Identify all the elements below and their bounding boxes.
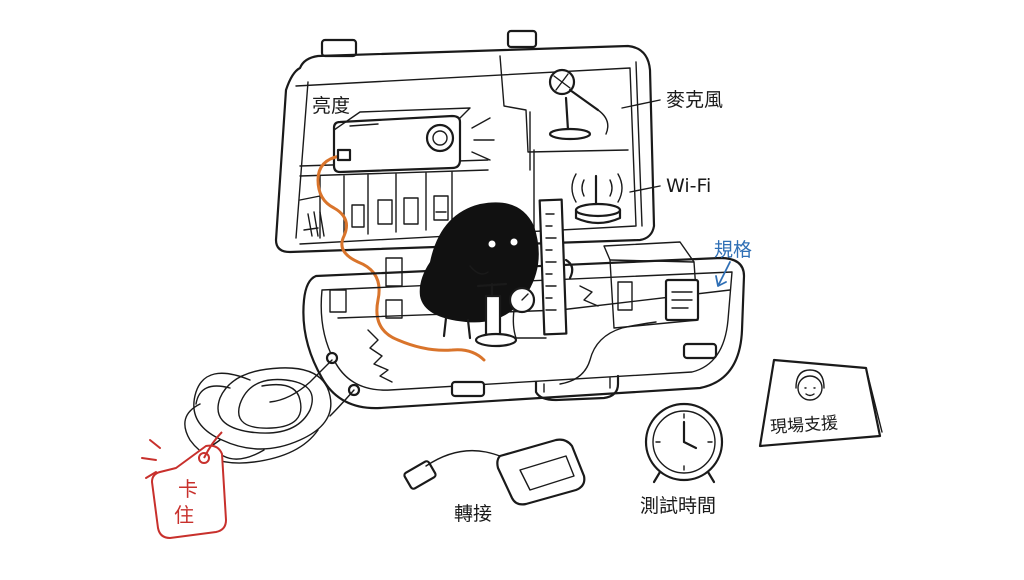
wifi-leader bbox=[629, 185, 661, 193]
label-spec: 規格 bbox=[714, 239, 752, 261]
stuck-tag: 卡 住 bbox=[141, 431, 227, 539]
wifi-router-icon bbox=[571, 173, 623, 225]
onsite-support-sign: 現場支援 bbox=[758, 358, 883, 448]
stuck-tag-line2: 住 bbox=[174, 503, 194, 527]
microphone-leader bbox=[621, 99, 661, 109]
stuck-tag-line1: 卡 bbox=[178, 477, 198, 501]
label-microphone: 麥克風 bbox=[666, 89, 723, 111]
character-blob bbox=[419, 202, 539, 340]
spec-arrow bbox=[715, 261, 731, 287]
suitcase-base bbox=[302, 241, 746, 410]
tangled-cable bbox=[184, 359, 355, 464]
clock-icon bbox=[644, 402, 724, 484]
projector-icon bbox=[332, 107, 495, 174]
label-wifi: Wi-Fi bbox=[666, 175, 711, 197]
air-pump-icon bbox=[474, 282, 547, 348]
label-onsite-support: 現場支援 bbox=[769, 413, 838, 438]
adapter-icon bbox=[403, 438, 586, 506]
headset-icon bbox=[795, 369, 825, 401]
projector-cable bbox=[316, 154, 486, 362]
label-adapter: 轉接 bbox=[454, 503, 492, 525]
label-test-time: 測試時間 bbox=[640, 495, 716, 517]
microphone-icon bbox=[548, 68, 609, 141]
label-brightness: 亮度 bbox=[312, 95, 350, 117]
ruler-icon bbox=[538, 198, 574, 336]
